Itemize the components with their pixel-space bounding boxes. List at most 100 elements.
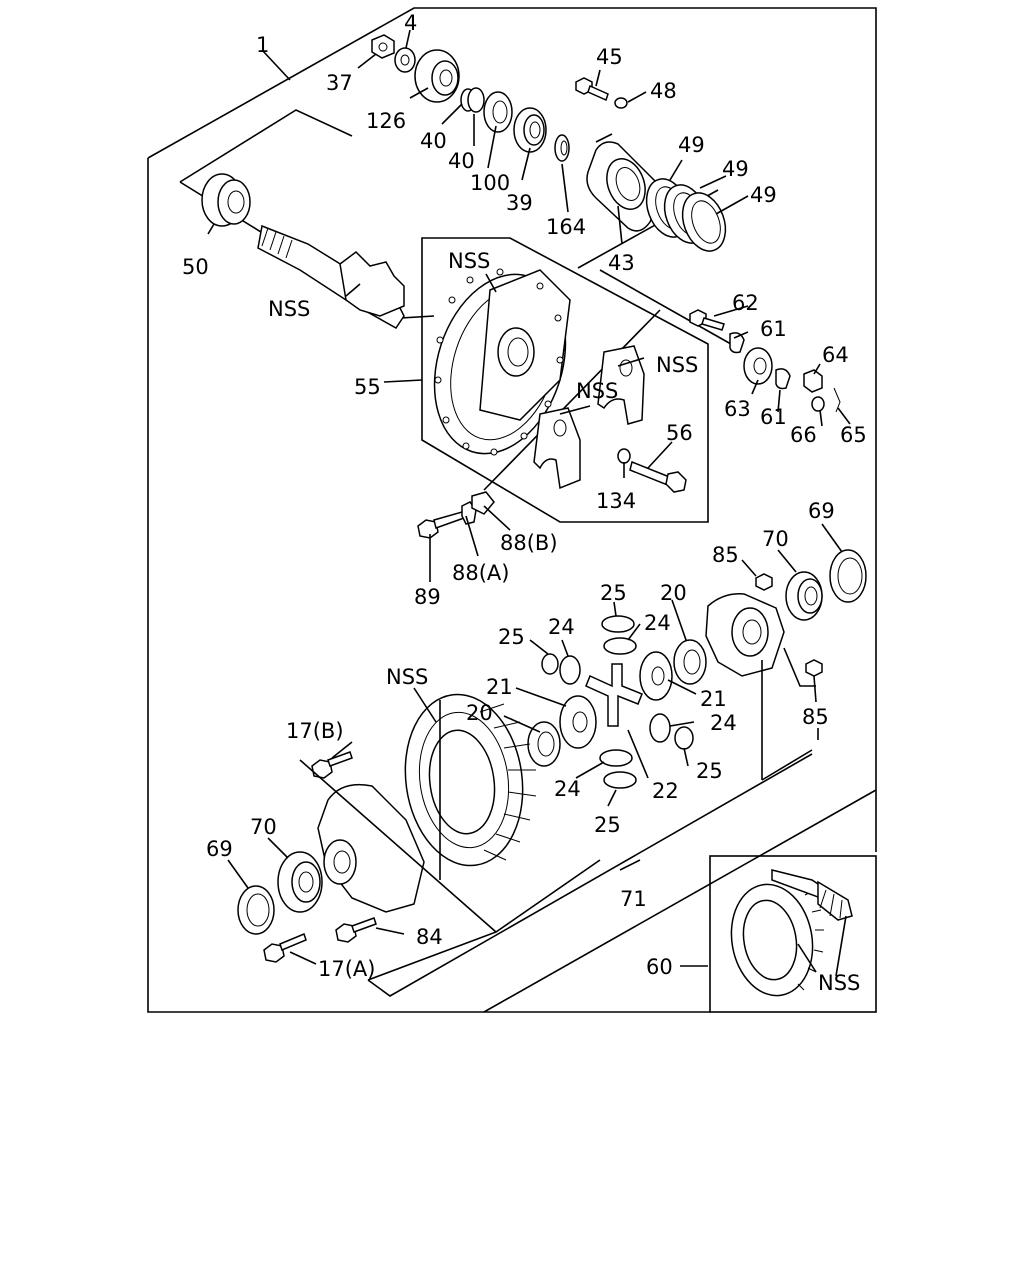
leader-lines bbox=[207, 29, 851, 582]
callout-labels: 1 4 37 126 40 40 100 39 164 45 48 43 49 … bbox=[182, 11, 867, 995]
part-70-bearing-left bbox=[277, 851, 323, 913]
label-48: 48 bbox=[650, 79, 677, 103]
label-24-top: 24 bbox=[644, 611, 671, 635]
label-24-bottom: 24 bbox=[554, 777, 581, 801]
part-40-spacer bbox=[460, 87, 485, 113]
drive-pinion bbox=[257, 224, 405, 329]
diff-group-lines bbox=[299, 647, 816, 997]
label-64: 64 bbox=[822, 343, 849, 367]
label-22: 22 bbox=[652, 779, 679, 803]
part-45-bolt bbox=[575, 77, 609, 102]
label-25-left: 25 bbox=[498, 625, 525, 649]
part-21-side-gear-right bbox=[639, 651, 673, 701]
carrier-group-box bbox=[421, 237, 709, 523]
label-50: 50 bbox=[182, 255, 209, 279]
part-48-washer bbox=[614, 97, 628, 109]
part-62-bolt bbox=[689, 309, 725, 331]
part-24-pinion-gears bbox=[559, 637, 671, 767]
label-nss-inset: NSS bbox=[818, 971, 860, 995]
part-49-shims bbox=[645, 178, 727, 252]
label-88b: 88(B) bbox=[500, 531, 558, 555]
label-85-lower: 85 bbox=[802, 705, 829, 729]
label-24-right: 24 bbox=[710, 711, 737, 735]
outer-frame bbox=[147, 7, 877, 1013]
label-20-right: 20 bbox=[660, 581, 687, 605]
label-20-left: 20 bbox=[466, 701, 493, 725]
part-64-nut bbox=[803, 369, 823, 393]
label-60: 60 bbox=[646, 955, 673, 979]
label-69-right: 69 bbox=[808, 499, 835, 523]
label-40-a: 40 bbox=[420, 129, 447, 153]
label-nss-cap-upper: NSS bbox=[656, 353, 698, 377]
label-49-b: 49 bbox=[722, 157, 749, 181]
label-40-b: 40 bbox=[448, 149, 475, 173]
part-85-nut-upper bbox=[755, 573, 773, 591]
inset-pinion bbox=[771, 869, 853, 921]
label-nss-cap-lower: NSS bbox=[576, 379, 618, 403]
part-56-bolt bbox=[629, 460, 687, 493]
label-84: 84 bbox=[416, 925, 443, 949]
label-45: 45 bbox=[596, 45, 623, 69]
part-63-adjuster bbox=[743, 347, 773, 385]
label-21-right: 21 bbox=[700, 687, 727, 711]
part-100-seal bbox=[483, 91, 513, 133]
part-55-carrier bbox=[433, 268, 571, 456]
label-39: 39 bbox=[506, 191, 533, 215]
label-85-upper: 85 bbox=[712, 543, 739, 567]
label-25-right: 25 bbox=[696, 759, 723, 783]
label-49-c: 49 bbox=[750, 183, 777, 207]
label-66: 66 bbox=[790, 423, 817, 447]
inset-box-60 bbox=[709, 855, 877, 1013]
part-70-bearing-right bbox=[785, 571, 823, 621]
part-69-nut-right bbox=[829, 549, 867, 603]
part-50-bearing bbox=[201, 173, 251, 227]
label-61-b: 61 bbox=[760, 405, 787, 429]
label-126: 126 bbox=[366, 109, 406, 133]
label-134: 134 bbox=[596, 489, 636, 513]
bearing-lines bbox=[595, 133, 739, 349]
part-66-washer bbox=[811, 396, 825, 412]
part-22-spider bbox=[585, 663, 643, 727]
part-126-flange bbox=[414, 49, 460, 103]
part-17a-bolt bbox=[263, 932, 307, 963]
part-37-nut bbox=[371, 34, 395, 59]
part-88-lockplate bbox=[461, 491, 495, 525]
label-37: 37 bbox=[326, 71, 353, 95]
label-25-bottom: 25 bbox=[594, 813, 621, 837]
part-65-pin bbox=[833, 387, 841, 413]
diff-case-left bbox=[317, 783, 425, 913]
label-56: 56 bbox=[666, 421, 693, 445]
label-nss-carrier: NSS bbox=[448, 249, 490, 273]
part-61-lockplate bbox=[729, 332, 791, 390]
bearing-cap-lower bbox=[533, 407, 581, 490]
part-25-washers bbox=[541, 615, 694, 789]
ring-gear bbox=[404, 693, 537, 867]
part-85-nut-lower bbox=[805, 659, 823, 677]
label-89: 89 bbox=[414, 585, 441, 609]
part-164-spacer bbox=[554, 134, 570, 162]
part-84-bolt bbox=[335, 917, 377, 943]
label-55: 55 bbox=[354, 375, 381, 399]
part-89-bolt bbox=[417, 511, 465, 539]
label-nss-ring: NSS bbox=[386, 665, 428, 689]
label-164: 164 bbox=[546, 215, 586, 239]
label-25-top: 25 bbox=[600, 581, 627, 605]
caps-box-diag bbox=[483, 309, 661, 491]
label-62: 62 bbox=[732, 291, 759, 315]
part-134-washer bbox=[617, 448, 631, 464]
label-71: 71 bbox=[620, 887, 647, 911]
part-17b-bolt bbox=[311, 751, 353, 779]
label-24-left: 24 bbox=[548, 615, 575, 639]
label-65: 65 bbox=[840, 423, 867, 447]
label-70-right: 70 bbox=[762, 527, 789, 551]
label-69-left: 69 bbox=[206, 837, 233, 861]
label-4: 4 bbox=[404, 11, 417, 35]
label-21-left: 21 bbox=[486, 675, 513, 699]
diff-case-right bbox=[705, 593, 785, 677]
label-61-a: 61 bbox=[760, 317, 787, 341]
lower-right-frame-diagonal bbox=[483, 789, 877, 1013]
part-69-nut-left bbox=[237, 885, 275, 935]
leader-lines-diff bbox=[227, 523, 847, 977]
label-1: 1 bbox=[256, 33, 269, 57]
